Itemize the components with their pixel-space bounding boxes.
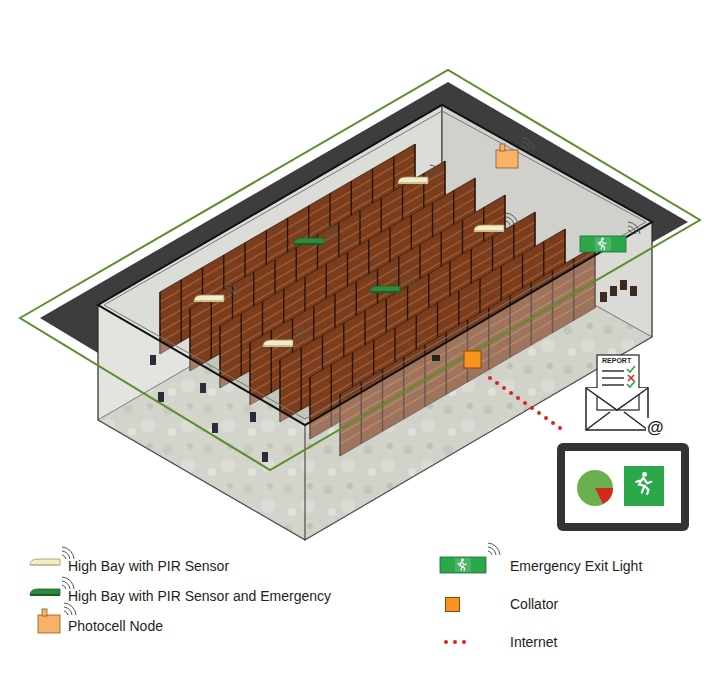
legend-text: Collator — [510, 596, 558, 613]
label-text: REPORT — [602, 357, 631, 365]
label-text: @ — [646, 418, 665, 438]
legend-swatch — [445, 597, 460, 612]
legend-text: High Bay with PIR Sensor and Emergency — [68, 588, 331, 605]
legend-text: Internet — [510, 634, 557, 651]
legend-text: High Bay with PIR Sensor — [68, 558, 229, 575]
legend-text: Photocell Node — [68, 618, 163, 635]
legend-text: Emergency Exit Light — [510, 558, 642, 575]
